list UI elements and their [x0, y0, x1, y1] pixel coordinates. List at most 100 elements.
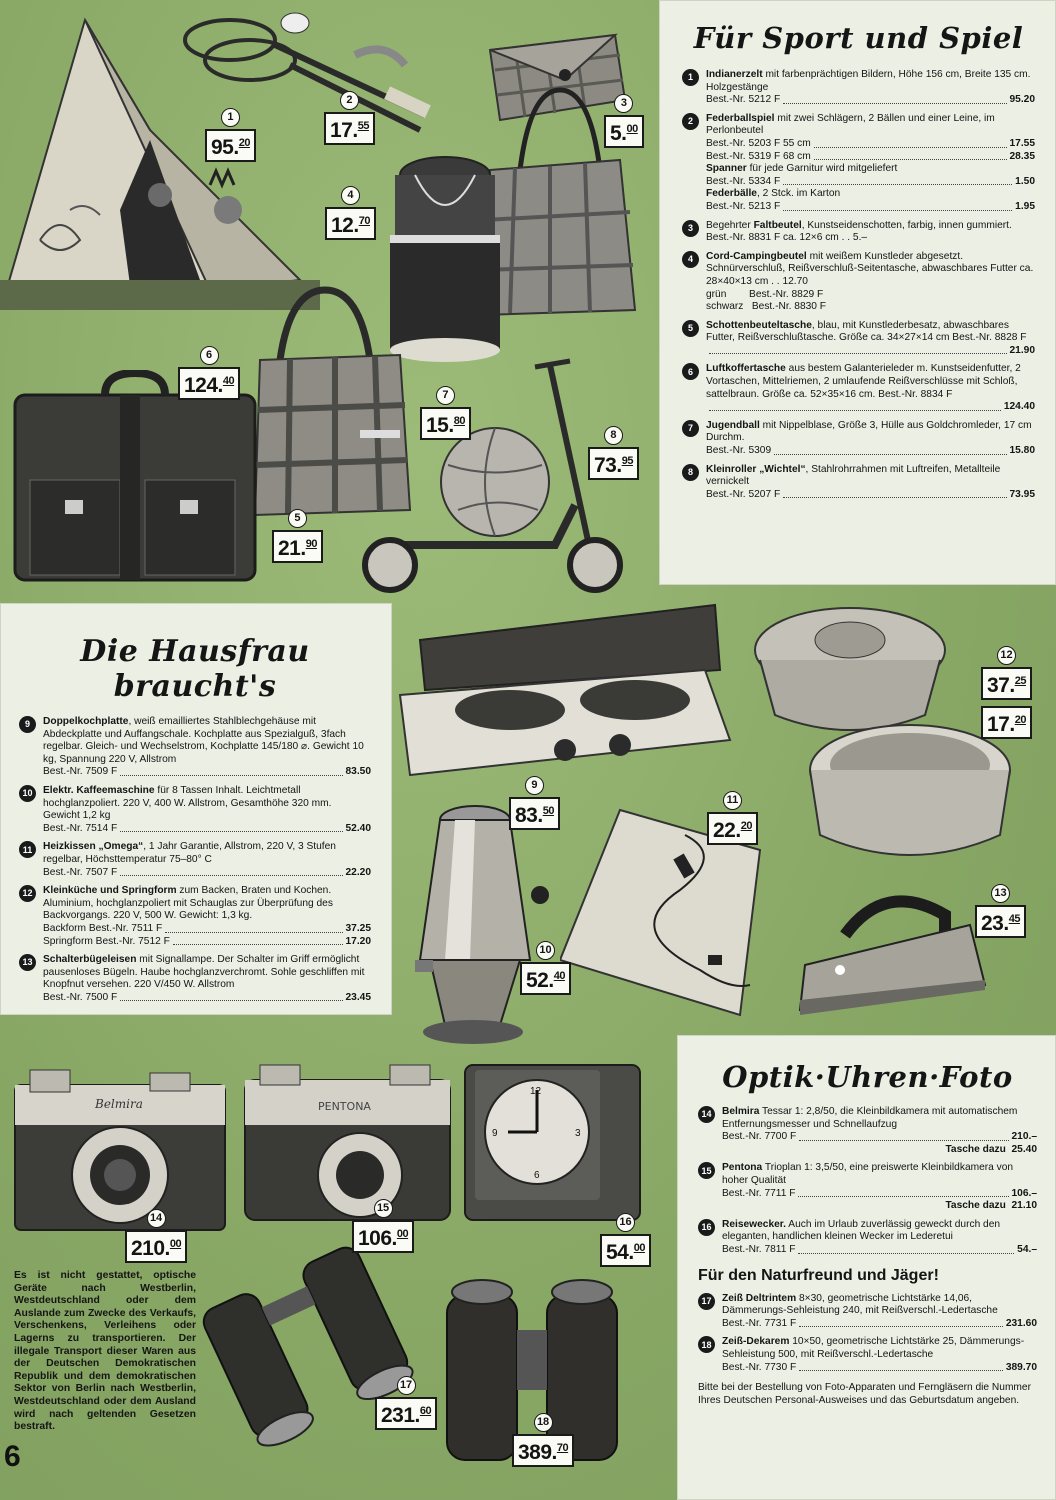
item-number: 4: [340, 186, 360, 205]
accessory-text: Spanner für jede Garnitur wird mitgelief…: [706, 163, 1035, 176]
item-number: 1: [220, 108, 240, 127]
price: 231.60: [375, 1397, 438, 1430]
order-number: Best.-Nr. 7507 F: [43, 866, 118, 878]
entry-description: aus bestem Galanterieleder m. Kunstseide…: [706, 363, 1021, 400]
item-price: 83.50: [345, 766, 372, 778]
price-tag-5: 5 21.90: [272, 508, 323, 563]
dot-leader: [799, 1131, 1009, 1141]
entry-description: mit Signallampe. Der Schalter im Griff e…: [43, 954, 365, 991]
order-number: Best.-Nr. 7514 F: [43, 822, 118, 834]
entry-text: Elektr. Kaffeemaschine für 8 Tassen Inha…: [43, 785, 371, 823]
item-price: 54.–: [1017, 1243, 1037, 1255]
price: 389.70: [512, 1434, 575, 1467]
plaid-pouch-photo: [488, 33, 625, 122]
item-number: 5: [287, 509, 307, 528]
order-number: Best.-Nr. 7731 F: [722, 1317, 797, 1329]
price: 124.40: [178, 367, 241, 400]
price: 37.25: [981, 667, 1032, 700]
item-number: 9: [524, 776, 544, 795]
accessory-price: Tasche dazu 25.40: [945, 1143, 1037, 1155]
price-tag-3: 3 5.00: [604, 93, 644, 148]
price-tag-17: 17 231.60: [375, 1375, 438, 1430]
entry-text: Luftkoffertasche aus bestem Galanteriele…: [706, 363, 1035, 401]
variant-line: schwarz Best.-Nr. 8830 F: [706, 301, 827, 313]
item-price: 106.–: [1011, 1187, 1038, 1199]
binoculars-dekarem-photo: [446, 1279, 618, 1461]
dot-leader: [774, 445, 1007, 455]
order-number: Best.-Nr. 7730 F: [722, 1361, 797, 1373]
belmira-nameplate: Belmira: [94, 1097, 143, 1111]
accessory-description: für jede Garnitur wird mitgeliefert: [746, 163, 898, 175]
dot-leader: [120, 867, 343, 877]
item-number-badge: 12: [19, 885, 36, 903]
item-number-badge: 3: [682, 219, 699, 237]
entry-text: Pentona Trioplan 1: 3,5/50, eine preiswe…: [722, 1162, 1037, 1187]
entry-title: Schottenbeuteltasche: [706, 319, 812, 331]
dot-leader: [813, 138, 1007, 148]
item-number-badge: 17: [698, 1292, 715, 1310]
item-number-badge: 10: [19, 784, 36, 802]
accessory-description: , 2 Stck. im Karton: [756, 188, 841, 200]
price: 21.90: [272, 530, 323, 563]
belmira-camera-photo: Belmira: [14, 1069, 226, 1231]
entry-text: Indianerzelt mit farbenprächtigen Bilder…: [706, 69, 1035, 94]
baking-pan-photo: [754, 607, 1011, 856]
price: 15.80: [420, 407, 471, 440]
dot-leader: [799, 1362, 1003, 1372]
order-number: Best.-Nr. 5309: [706, 445, 772, 457]
export-disclaimer: Es ist nicht gestattet, optische Geräte …: [14, 1270, 196, 1433]
order-number: Best.-Nr. 7509 F: [43, 766, 118, 778]
pentona-camera-photo: PENTONA: [244, 1064, 451, 1221]
accessory-text: Federbälle, 2 Stck. im Karton: [706, 188, 1035, 201]
entry-description: , weiß emailliertes Stahlblechgehäuse mi…: [43, 716, 364, 765]
item-number: 3: [614, 94, 634, 113]
coffee-maker-photo: [415, 805, 549, 1044]
dot-leader: [709, 345, 1007, 355]
entry-description: , Stahlrohrrahmen mit Luftreifen, Metall…: [706, 463, 1001, 488]
entry-description: , 1 Jahr Garantie, Allstrom, 220 V, 3 St…: [43, 841, 336, 865]
entry-text: Zeiß Deltrintem 8×30, geometrische Licht…: [722, 1293, 1037, 1318]
order-number: Backform Best.-Nr. 7511 F: [43, 922, 163, 934]
panel-title: Die Hausfrau braucht's: [80, 634, 310, 704]
order-number: Best.-Nr. 5212 F: [706, 94, 781, 106]
order-number: Best.-Nr. 5213 F: [706, 200, 781, 212]
panel-title: Für Sport und Spiel: [693, 21, 1024, 55]
price-tag-12: 12 37.25 17.20: [981, 645, 1032, 739]
item-number: 10: [535, 941, 555, 960]
order-line: 124.40: [706, 401, 1035, 414]
dot-leader: [798, 1188, 1009, 1198]
price: 83.50: [509, 797, 560, 830]
order-number: Best.-Nr. 5207 F: [706, 488, 781, 500]
ball-photo: [440, 427, 550, 537]
price: 23.45: [975, 905, 1026, 938]
item-number-badge: 7: [682, 419, 699, 437]
item-number: 14: [146, 1209, 166, 1228]
entry-title: Federballspiel: [706, 112, 775, 124]
entry-description: für 8 Tassen Inhalt. Leichtmetall hochgl…: [43, 784, 332, 822]
entry-description: , blau, mit Kunstlederbesatz, abwaschbar…: [706, 319, 1027, 344]
item-price: 95.20: [1009, 94, 1036, 106]
tent-photo: [0, 17, 320, 310]
item-price: 21.90: [1009, 344, 1036, 356]
item-price: 1.50: [1015, 175, 1035, 187]
item-price: 231.60: [1005, 1317, 1037, 1329]
entry-title: Zeiß Deltrintem: [722, 1292, 797, 1304]
naturfreund-heading: Für den Naturfreund und Jäger!: [698, 1266, 939, 1284]
pentona-nameplate: PENTONA: [318, 1100, 371, 1113]
